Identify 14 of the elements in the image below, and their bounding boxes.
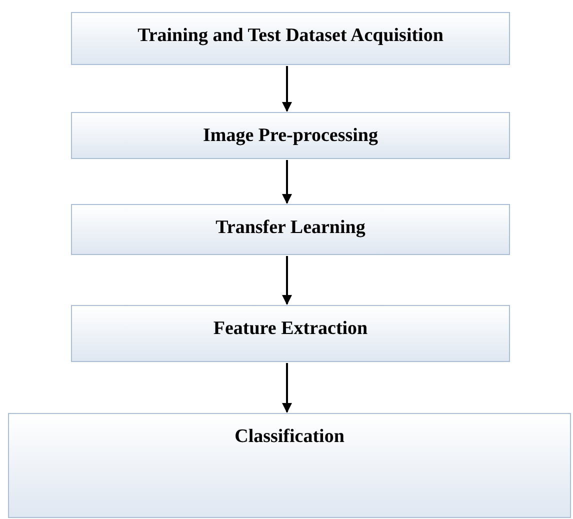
process-box (71, 112, 510, 159)
step-label: Classification (234, 426, 344, 448)
arrow (282, 160, 292, 204)
process-box (71, 204, 510, 255)
process-box (71, 305, 510, 362)
arrow (282, 256, 292, 305)
step-label: Training and Test Dataset Acquisition (138, 25, 444, 47)
process-box (8, 413, 571, 518)
process-box (71, 12, 510, 65)
arrow (282, 66, 292, 112)
step-label: Transfer Learning (216, 217, 366, 239)
step-label: Image Pre-processing (202, 125, 378, 147)
arrow (282, 363, 292, 413)
step-label: Feature Extraction (213, 318, 368, 340)
